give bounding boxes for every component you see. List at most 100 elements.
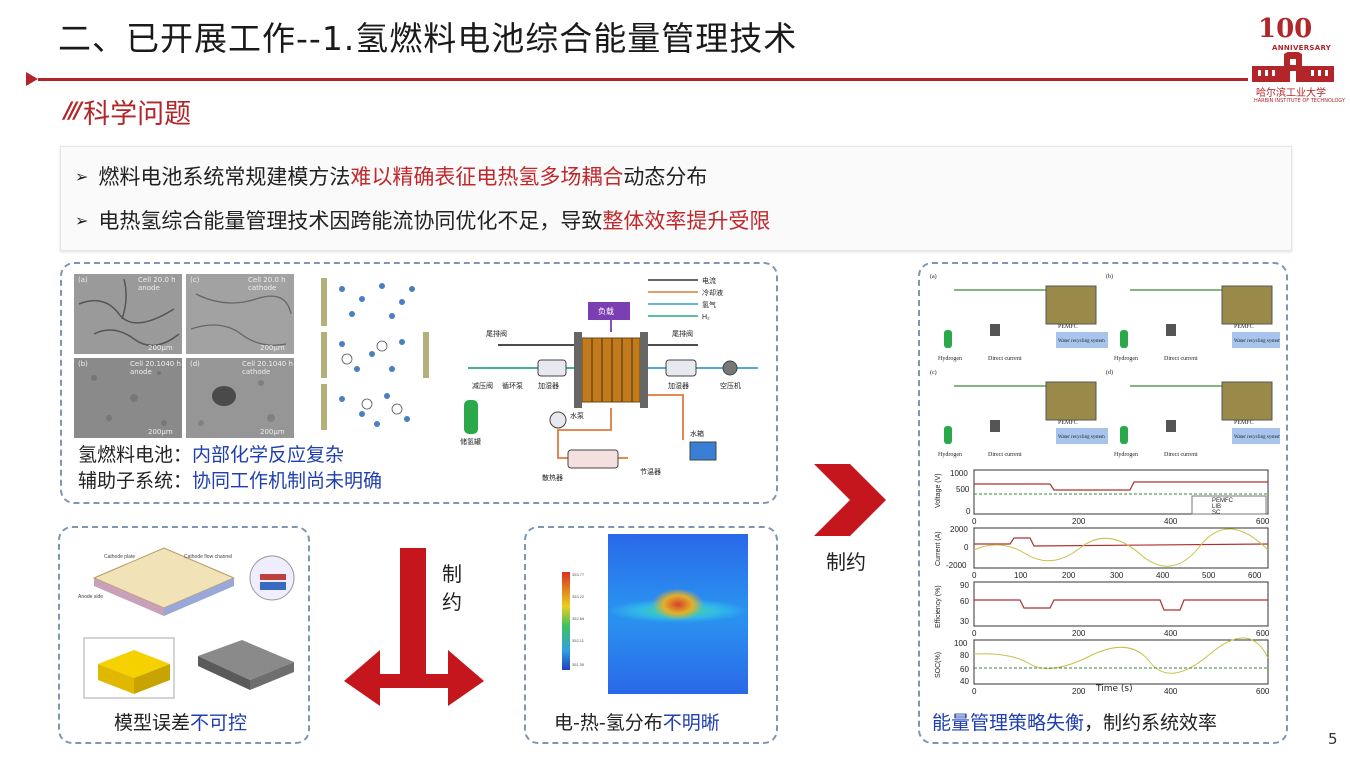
svg-text:(b): (b) <box>1106 273 1113 280</box>
title-rule <box>38 78 1248 81</box>
svg-text:60: 60 <box>960 597 969 606</box>
svg-text:600: 600 <box>1256 687 1270 694</box>
distribution-caption: 电-热-氢分布不明晰 <box>554 712 720 734</box>
svg-text:Efficiency (%): Efficiency (%) <box>935 585 942 628</box>
svg-text:352.66: 352.66 <box>572 616 585 621</box>
fuel-cell-complexity: 内部化学反应复杂 <box>192 444 345 466</box>
svg-text:氢气: 氢气 <box>702 300 716 309</box>
logo-chinese-name: 哈尔滨工业大学 <box>1256 88 1326 99</box>
svg-text:循环泵: 循环泵 <box>502 381 523 390</box>
svg-text:空压机: 空压机 <box>720 381 741 390</box>
svg-text:0: 0 <box>972 687 977 694</box>
page-title: 二、已开展工作--1.氢燃料电池综合能量管理技术 <box>58 19 798 58</box>
svg-text:600: 600 <box>1256 629 1270 638</box>
svg-text:(a): (a) <box>930 273 937 280</box>
energy-management-highlight: 能量管理策略失衡 <box>932 712 1085 734</box>
svg-text:600: 600 <box>1256 517 1270 526</box>
svg-text:Hydrogen: Hydrogen <box>938 356 962 362</box>
svg-text:Anode side: Anode side <box>78 594 103 600</box>
svg-text:0: 0 <box>972 629 977 638</box>
svg-text:1000: 1000 <box>950 469 968 478</box>
svg-text:加湿器: 加湿器 <box>668 381 689 390</box>
auxiliary-system-mechanism: 协同工作机制尚未明确 <box>192 470 383 492</box>
svg-text:散热器: 散热器 <box>542 473 563 482</box>
model-error-caption: 模型误差不可控 <box>114 712 248 734</box>
svg-text:Direct current: Direct current <box>1164 452 1198 458</box>
problem-2-highlight: 整体效率提升受限 <box>602 209 771 233</box>
svg-text:100: 100 <box>1014 571 1028 580</box>
svg-text:尾排阀: 尾排阀 <box>486 329 507 338</box>
svg-text:80: 80 <box>960 651 969 660</box>
problem-statement-box: ➢ 燃料电池系统常规建模方法难以精确表征电热氢多场耦合动态分布 ➢ 电热氢综合能… <box>60 146 1292 251</box>
logo-anniversary: ANNIVERSARY <box>1272 44 1332 52</box>
fuel-cell-line: 氢燃料电池：内部化学反应复杂 <box>78 444 345 466</box>
svg-text:Water recycling system: Water recycling system <box>1058 339 1105 344</box>
svg-text:0: 0 <box>966 507 971 516</box>
bullet-arrow-icon: ➢ <box>75 210 89 230</box>
svg-text:300: 300 <box>1110 571 1124 580</box>
fuel-cell-system-schematic: 电流冷却液氢气H₂ 负载 尾排阀尾排阀 减压阀循环泵加湿器 加湿器空压机 储氢罐… <box>460 276 758 482</box>
svg-text:353.22: 353.22 <box>572 594 585 599</box>
svg-text:Current (A): Current (A) <box>935 531 942 566</box>
section-title: /// 科学问题 <box>64 92 191 131</box>
svg-text:加湿器: 加湿器 <box>538 381 559 390</box>
svg-text:100: 100 <box>954 639 968 648</box>
svg-text:400: 400 <box>1164 517 1178 526</box>
svg-text:0: 0 <box>972 517 977 526</box>
svg-text:500: 500 <box>1202 571 1216 580</box>
page-number: 5 <box>1328 730 1338 748</box>
svg-text:0: 0 <box>972 571 977 580</box>
svg-text:400: 400 <box>1156 571 1170 580</box>
svg-text:PEMFC: PEMFC <box>1234 420 1254 426</box>
problem-1-tail: 动态分布 <box>623 165 708 189</box>
svg-text:PEMFC: PEMFC <box>1234 324 1254 330</box>
svg-text:PEMFC: PEMFC <box>1058 324 1078 330</box>
problem-1-highlight: 难以精确表征电热氢多场耦合 <box>350 165 624 189</box>
svg-text:LIB: LIB <box>1212 504 1221 510</box>
svg-text:水泵: 水泵 <box>570 411 584 420</box>
problem-1-text: 燃料电池系统常规建模方法 <box>98 165 351 189</box>
model-error-highlight: 不可控 <box>190 712 248 734</box>
arrow-label-top: 制 <box>442 562 462 586</box>
svg-text:60: 60 <box>960 665 969 674</box>
svg-text:-2000: -2000 <box>946 561 967 570</box>
svg-text:水箱: 水箱 <box>690 429 704 438</box>
svg-text:节温器: 节温器 <box>640 467 661 476</box>
heat-distribution-map <box>608 534 748 694</box>
energy-management-caption: 能量管理策略失衡，制约系统效率 <box>932 712 1218 734</box>
svg-text:(c): (c) <box>930 369 937 376</box>
svg-text:Hydrogen: Hydrogen <box>938 452 962 458</box>
svg-text:353.77: 353.77 <box>572 572 585 577</box>
svg-text:Hydrogen: Hydrogen <box>1114 356 1138 362</box>
svg-text:Direct current: Direct current <box>988 452 1022 458</box>
svg-text:(d): (d) <box>1106 369 1113 376</box>
problem-item-1: ➢ 燃料电池系统常规建模方法难以精确表征电热氢多场耦合动态分布 <box>75 161 707 191</box>
svg-text:500: 500 <box>956 485 970 494</box>
svg-text:400: 400 <box>1164 629 1178 638</box>
svg-text:SC: SC <box>1212 510 1221 516</box>
svg-text:351.55: 351.55 <box>572 662 585 667</box>
svg-text:30: 30 <box>960 617 969 626</box>
svg-text:40: 40 <box>960 677 969 686</box>
svg-text:负载: 负载 <box>598 306 614 316</box>
svg-text:200: 200 <box>1072 629 1086 638</box>
svg-text:200: 200 <box>1062 571 1076 580</box>
svg-text:Water recycling system: Water recycling system <box>1234 435 1280 440</box>
logo-number: 100 <box>1258 14 1313 44</box>
svg-text:90: 90 <box>960 581 969 590</box>
particle-transport-illustration <box>321 278 429 430</box>
svg-text:Water recycling system: Water recycling system <box>1234 339 1280 344</box>
building-icon <box>1252 52 1334 82</box>
arrow-label-bottom: 约 <box>442 590 462 614</box>
svg-text:Direct current: Direct current <box>1164 356 1198 362</box>
problem-item-2: ➢ 电热氢综合能量管理技术因跨能流协同优化不足，导致整体效率提升受限 <box>75 205 770 235</box>
slash-stripes-icon: /// <box>64 99 82 124</box>
